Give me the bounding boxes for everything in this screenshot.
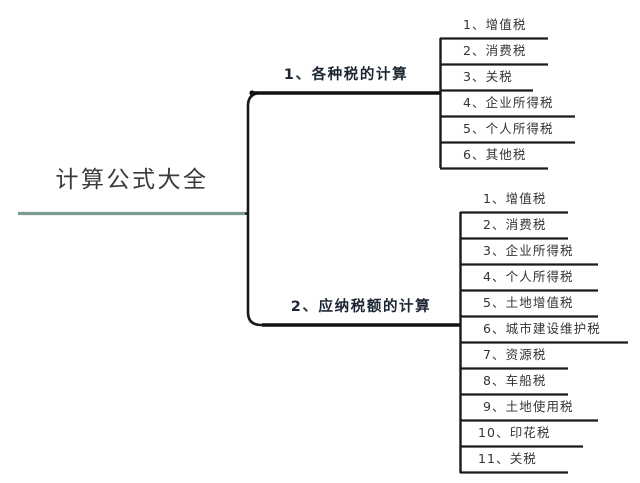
branch-1-joint <box>249 90 255 96</box>
leaf-node-2-9-label: 9、土地使用税 <box>483 399 574 414</box>
branch-node-2[interactable]: 2、应纳税额的计算 <box>262 295 460 325</box>
leaf-node-2-7-label: 7、资源税 <box>483 347 547 362</box>
leaf-node-2-6-label: 6、城市建设维护税 <box>483 321 601 336</box>
root-node[interactable]: 计算公式大全 <box>18 160 246 218</box>
branch-node-2-label: 2、应纳税额的计算 <box>290 299 432 315</box>
leaf-node-2-1-label: 1、增值税 <box>483 191 547 206</box>
leaf-node-1-1-label: 1、增值税 <box>463 17 527 32</box>
leaf-node-1-2-label: 2、消费税 <box>463 43 527 58</box>
leaf-node-1-6-label: 6、其他税 <box>463 147 527 162</box>
leaf-node-2-4-label: 4、个人所得税 <box>483 269 574 284</box>
leaf-node-2-2-label: 2、消费税 <box>483 217 547 232</box>
branch-node-1-label: 1、各种税的计算 <box>283 67 409 83</box>
leaf-node-1-5-label: 5、个人所得税 <box>463 121 554 136</box>
leaf-node-1-3-label: 3、关税 <box>463 69 513 84</box>
leaf-node-2-10-label: 10、印花税 <box>478 425 551 440</box>
leaf-node-2-5-label: 5、土地增值税 <box>483 295 574 310</box>
leaf-node-2-11-label: 11、关税 <box>478 451 537 466</box>
leaf-node-1-4-label: 4、企业所得税 <box>463 95 554 110</box>
leaf-node-2-3-label: 3、企业所得税 <box>483 243 574 258</box>
branch-node-1[interactable]: 1、各种税的计算 <box>252 63 440 93</box>
leaf-node-2-8-label: 8、车船税 <box>483 373 547 388</box>
root-node-label: 计算公式大全 <box>55 167 209 193</box>
